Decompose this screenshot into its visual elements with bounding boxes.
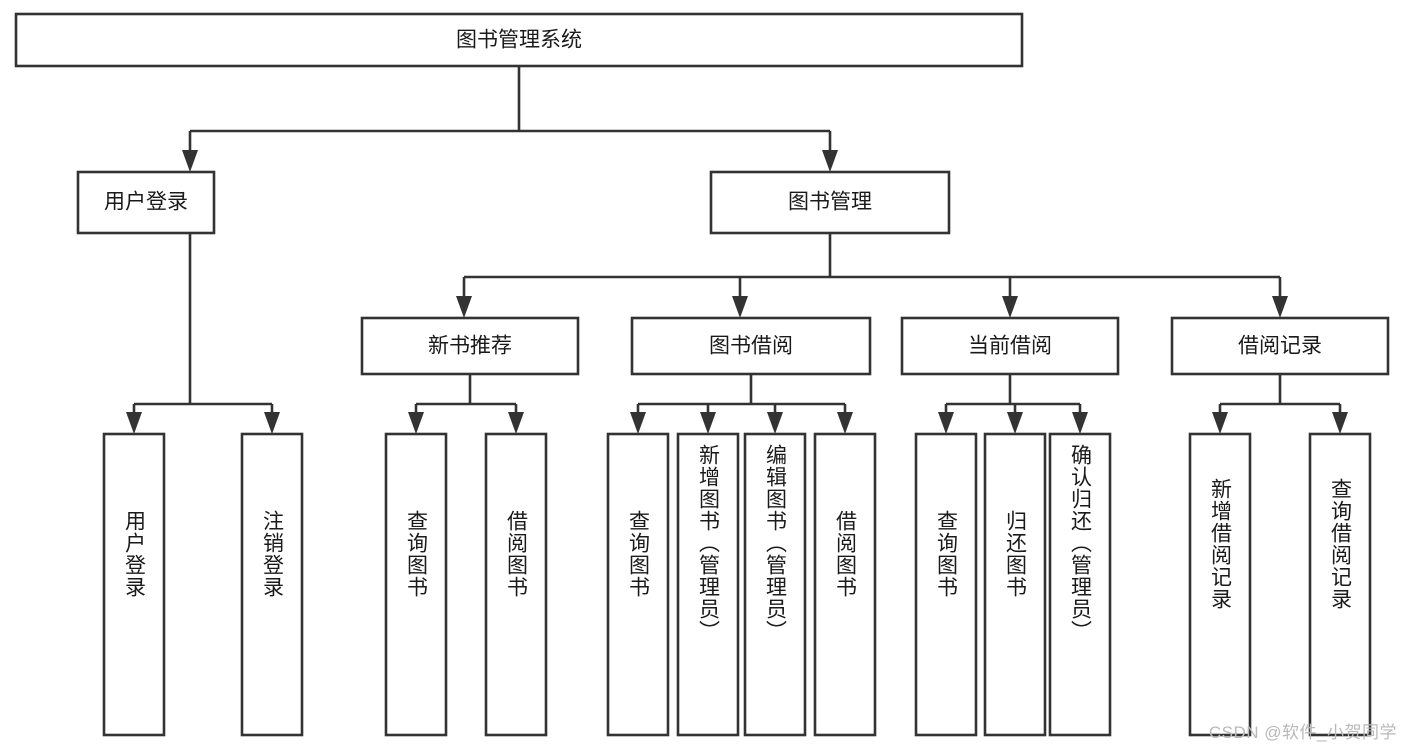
leaf-borrow-book-2[interactable] xyxy=(813,432,877,737)
arrow-leaf-confirm-return xyxy=(1072,412,1088,434)
leaf-edit-book-admin[interactable] xyxy=(743,432,807,737)
label-layer-horizontal: 图书管理系统 用户登录 图书管理 新书推荐 图书借阅 当前借阅 借阅记录 xyxy=(104,29,1322,358)
node-new-book-recommend[interactable] xyxy=(360,316,580,376)
arrow-leaf-query-record xyxy=(1332,412,1348,434)
leaf-query-book-3[interactable] xyxy=(914,432,978,737)
connector-layer xyxy=(126,66,1348,434)
arrow-to-record xyxy=(1272,296,1288,318)
leaf-query-borrow-record[interactable] xyxy=(1308,432,1372,737)
arrow-leaf-edit-book xyxy=(767,412,783,434)
label-root-system: 图书管理系统 xyxy=(456,29,582,52)
node-book-borrow[interactable] xyxy=(630,316,872,376)
arrow-to-user-login xyxy=(182,150,198,172)
label-book-borrow: 图书借阅 xyxy=(709,335,793,358)
leaf-query-book-2[interactable] xyxy=(606,432,670,737)
arrow-to-newbook xyxy=(456,296,472,318)
leaf-add-borrow-record[interactable] xyxy=(1188,432,1252,737)
leaf-confirm-return-admin[interactable] xyxy=(1048,432,1112,737)
arrow-leaf-query-book-1 xyxy=(408,412,424,434)
node-user-login[interactable] xyxy=(76,170,216,235)
arrow-leaf-logout xyxy=(264,412,280,434)
arrow-to-borrow xyxy=(732,296,748,318)
label-book-management: 图书管理 xyxy=(788,191,872,214)
label-user-login: 用户登录 xyxy=(104,191,188,214)
leaf-logout[interactable] xyxy=(240,432,304,737)
node-root-system[interactable] xyxy=(14,12,1024,68)
label-current-borrow: 当前借阅 xyxy=(968,335,1052,358)
leaf-borrow-book-1[interactable] xyxy=(484,432,548,737)
csdn-watermark: CSDN @软件_小贺同学 xyxy=(1208,723,1397,742)
label-new-book-recommend: 新书推荐 xyxy=(428,335,512,358)
leaf-query-book-1[interactable] xyxy=(384,432,448,737)
node-current-borrow[interactable] xyxy=(900,316,1120,376)
arrow-to-current xyxy=(1002,296,1018,318)
arrow-leaf-return-book xyxy=(1007,412,1023,434)
arrow-leaf-add-record xyxy=(1212,412,1228,434)
arrow-to-book-mgmt xyxy=(822,150,838,172)
node-borrow-record[interactable] xyxy=(1170,316,1390,376)
arrow-leaf-add-book xyxy=(700,412,716,434)
arrow-leaf-query-book-2 xyxy=(630,412,646,434)
leaf-add-book-admin[interactable] xyxy=(676,432,740,737)
node-book-management[interactable] xyxy=(709,170,951,235)
leaf-user-login[interactable] xyxy=(102,432,166,737)
arrow-leaf-user-login xyxy=(126,412,142,434)
label-borrow-record: 借阅记录 xyxy=(1238,335,1322,358)
arrow-leaf-borrow-book-1 xyxy=(508,412,524,434)
leaf-return-book[interactable] xyxy=(983,432,1047,737)
arrow-leaf-query-book-3 xyxy=(938,412,954,434)
arrow-leaf-borrow-book-2 xyxy=(837,412,853,434)
box-layer xyxy=(14,12,1390,737)
